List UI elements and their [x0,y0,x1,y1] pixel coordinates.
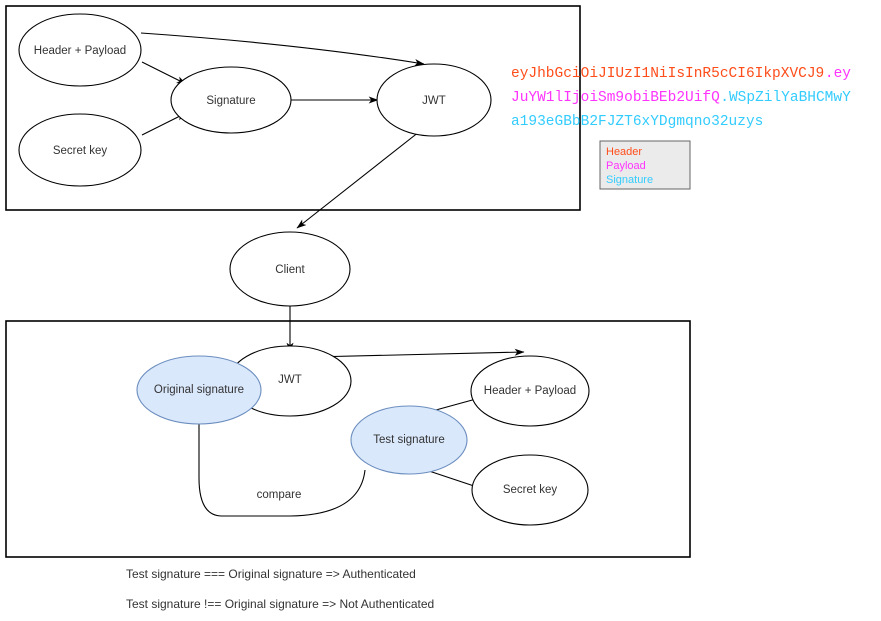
token-segment-payload: .ey [825,66,851,82]
node-client[interactable]: Client [229,231,351,307]
token-segment-signature: .WSpZilYaBHCMwY [720,90,851,106]
node-secret-key-bottom-label: Secret key [503,484,558,496]
edge-compare-test-to-original [195,411,366,517]
node-jwt-top-label: JWT [422,95,446,107]
legend-item-payload: Payload [606,160,646,172]
edge-jwt-to-client [296,127,425,229]
edge-label-compare: compare [257,489,302,501]
signing-process-box [5,5,581,211]
token-segment-header: eyJhbGciOiJIUzI1NiIsInR5cCI6IkpXVCJ9 [511,66,824,82]
token-segment-signature: a193eGBbB2FJZT6xYDgmqno32uzys [511,114,763,130]
node-header-payload-bottom-label: Header + Payload [484,385,576,397]
node-signature-top-label: Signature [206,95,255,107]
node-header-payload-top[interactable]: Header + Payload [18,13,142,87]
node-test-signature-label: Test signature [373,434,445,446]
legend-item-header: Header [606,146,642,158]
caption-authenticated: Test signature === Original signature =>… [126,567,416,581]
node-original-signature[interactable]: Original signature [136,355,262,425]
token-part-legend-box [599,140,691,190]
legend-item-signature: Signature [606,174,653,186]
edge-header-payload-to-jwt [140,32,425,66]
node-header-payload-bottom[interactable]: Header + Payload [470,355,590,427]
token-segment-payload: JuYW1lIjoiSm9obiBEb2UifQ [511,90,720,106]
node-secret-key-top[interactable]: Secret key [18,113,142,187]
node-jwt-bottom-label: JWT [278,374,302,386]
jwt-token-sample: eyJhbGciOiJIUzI1NiIsInR5cCI6IkpXVCJ9.eyJ… [511,66,851,130]
edge-jwt-bottom-to-header-payload [311,348,525,358]
node-header-payload-top-label: Header + Payload [34,45,126,57]
edge-header-payload-to-signature [141,61,187,85]
node-client-label: Client [275,264,305,276]
verification-process-box [5,320,691,558]
node-jwt-top[interactable]: JWT [376,63,492,137]
node-secret-key-top-label: Secret key [53,145,108,157]
node-secret-key-bottom[interactable]: Secret key [471,454,589,526]
node-signature-top[interactable]: Signature [170,66,292,134]
caption-not-authenticated: Test signature !== Original signature =>… [126,597,434,611]
node-original-signature-label: Original signature [154,384,244,396]
node-test-signature[interactable]: Test signature [350,405,468,475]
